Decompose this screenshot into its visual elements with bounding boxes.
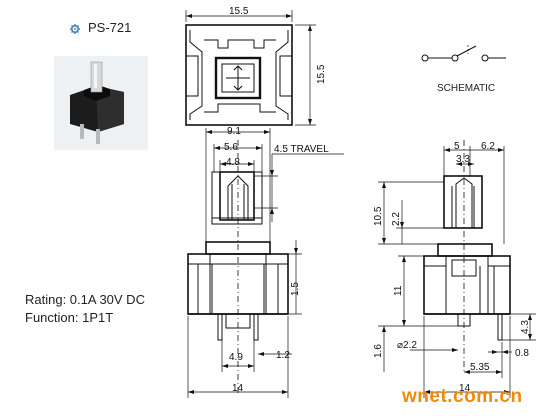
schematic-label: SCHEMATIC [437, 83, 495, 94]
side-plunger-height: 2.2 [391, 212, 402, 226]
side-view [378, 140, 536, 398]
schematic-symbol [421, 45, 506, 62]
front-pin-gap: 4.9 [229, 352, 243, 363]
product-photo [54, 56, 148, 150]
model-name: PS-721 [88, 20, 132, 35]
front-view [187, 128, 344, 398]
front-plunger-width: 4.8 [226, 157, 240, 168]
side-pin-thickness: 0.8 [515, 348, 529, 359]
rating-text: Rating: 0.1A 30V DC [25, 292, 145, 307]
side-total-height: 10.5 [373, 206, 384, 226]
side-body-height: 11 [393, 285, 404, 296]
top-height-label: 15.5 [316, 64, 327, 84]
front-pin-width: 1.2 [276, 350, 290, 361]
side-lead-length: 1.6 [373, 344, 384, 358]
side-plunger: 3.3 [456, 154, 470, 165]
top-width-label: 15.5 [229, 6, 249, 17]
side-top-a: 5 [454, 141, 460, 152]
side-pitch: 5.35 [470, 362, 490, 373]
side-pin-diameter: ⌀2.2 [397, 340, 417, 351]
function-text: Function: 1P1T [25, 310, 114, 325]
side-base-width: 14 [459, 383, 471, 394]
gear-icon [70, 24, 80, 34]
front-travel: 4.5 TRAVEL [274, 144, 329, 155]
front-overall-width: 9.1 [227, 126, 241, 137]
top-view [185, 10, 316, 126]
front-inner-width: 5.6 [224, 142, 238, 153]
watermark: wnet.com.cn [402, 386, 523, 407]
side-top-b: 6.2 [481, 141, 495, 152]
front-base-width: 14 [232, 383, 244, 394]
front-body-height: 1.5 [290, 282, 301, 296]
side-pin-height: 4.3 [520, 320, 531, 334]
